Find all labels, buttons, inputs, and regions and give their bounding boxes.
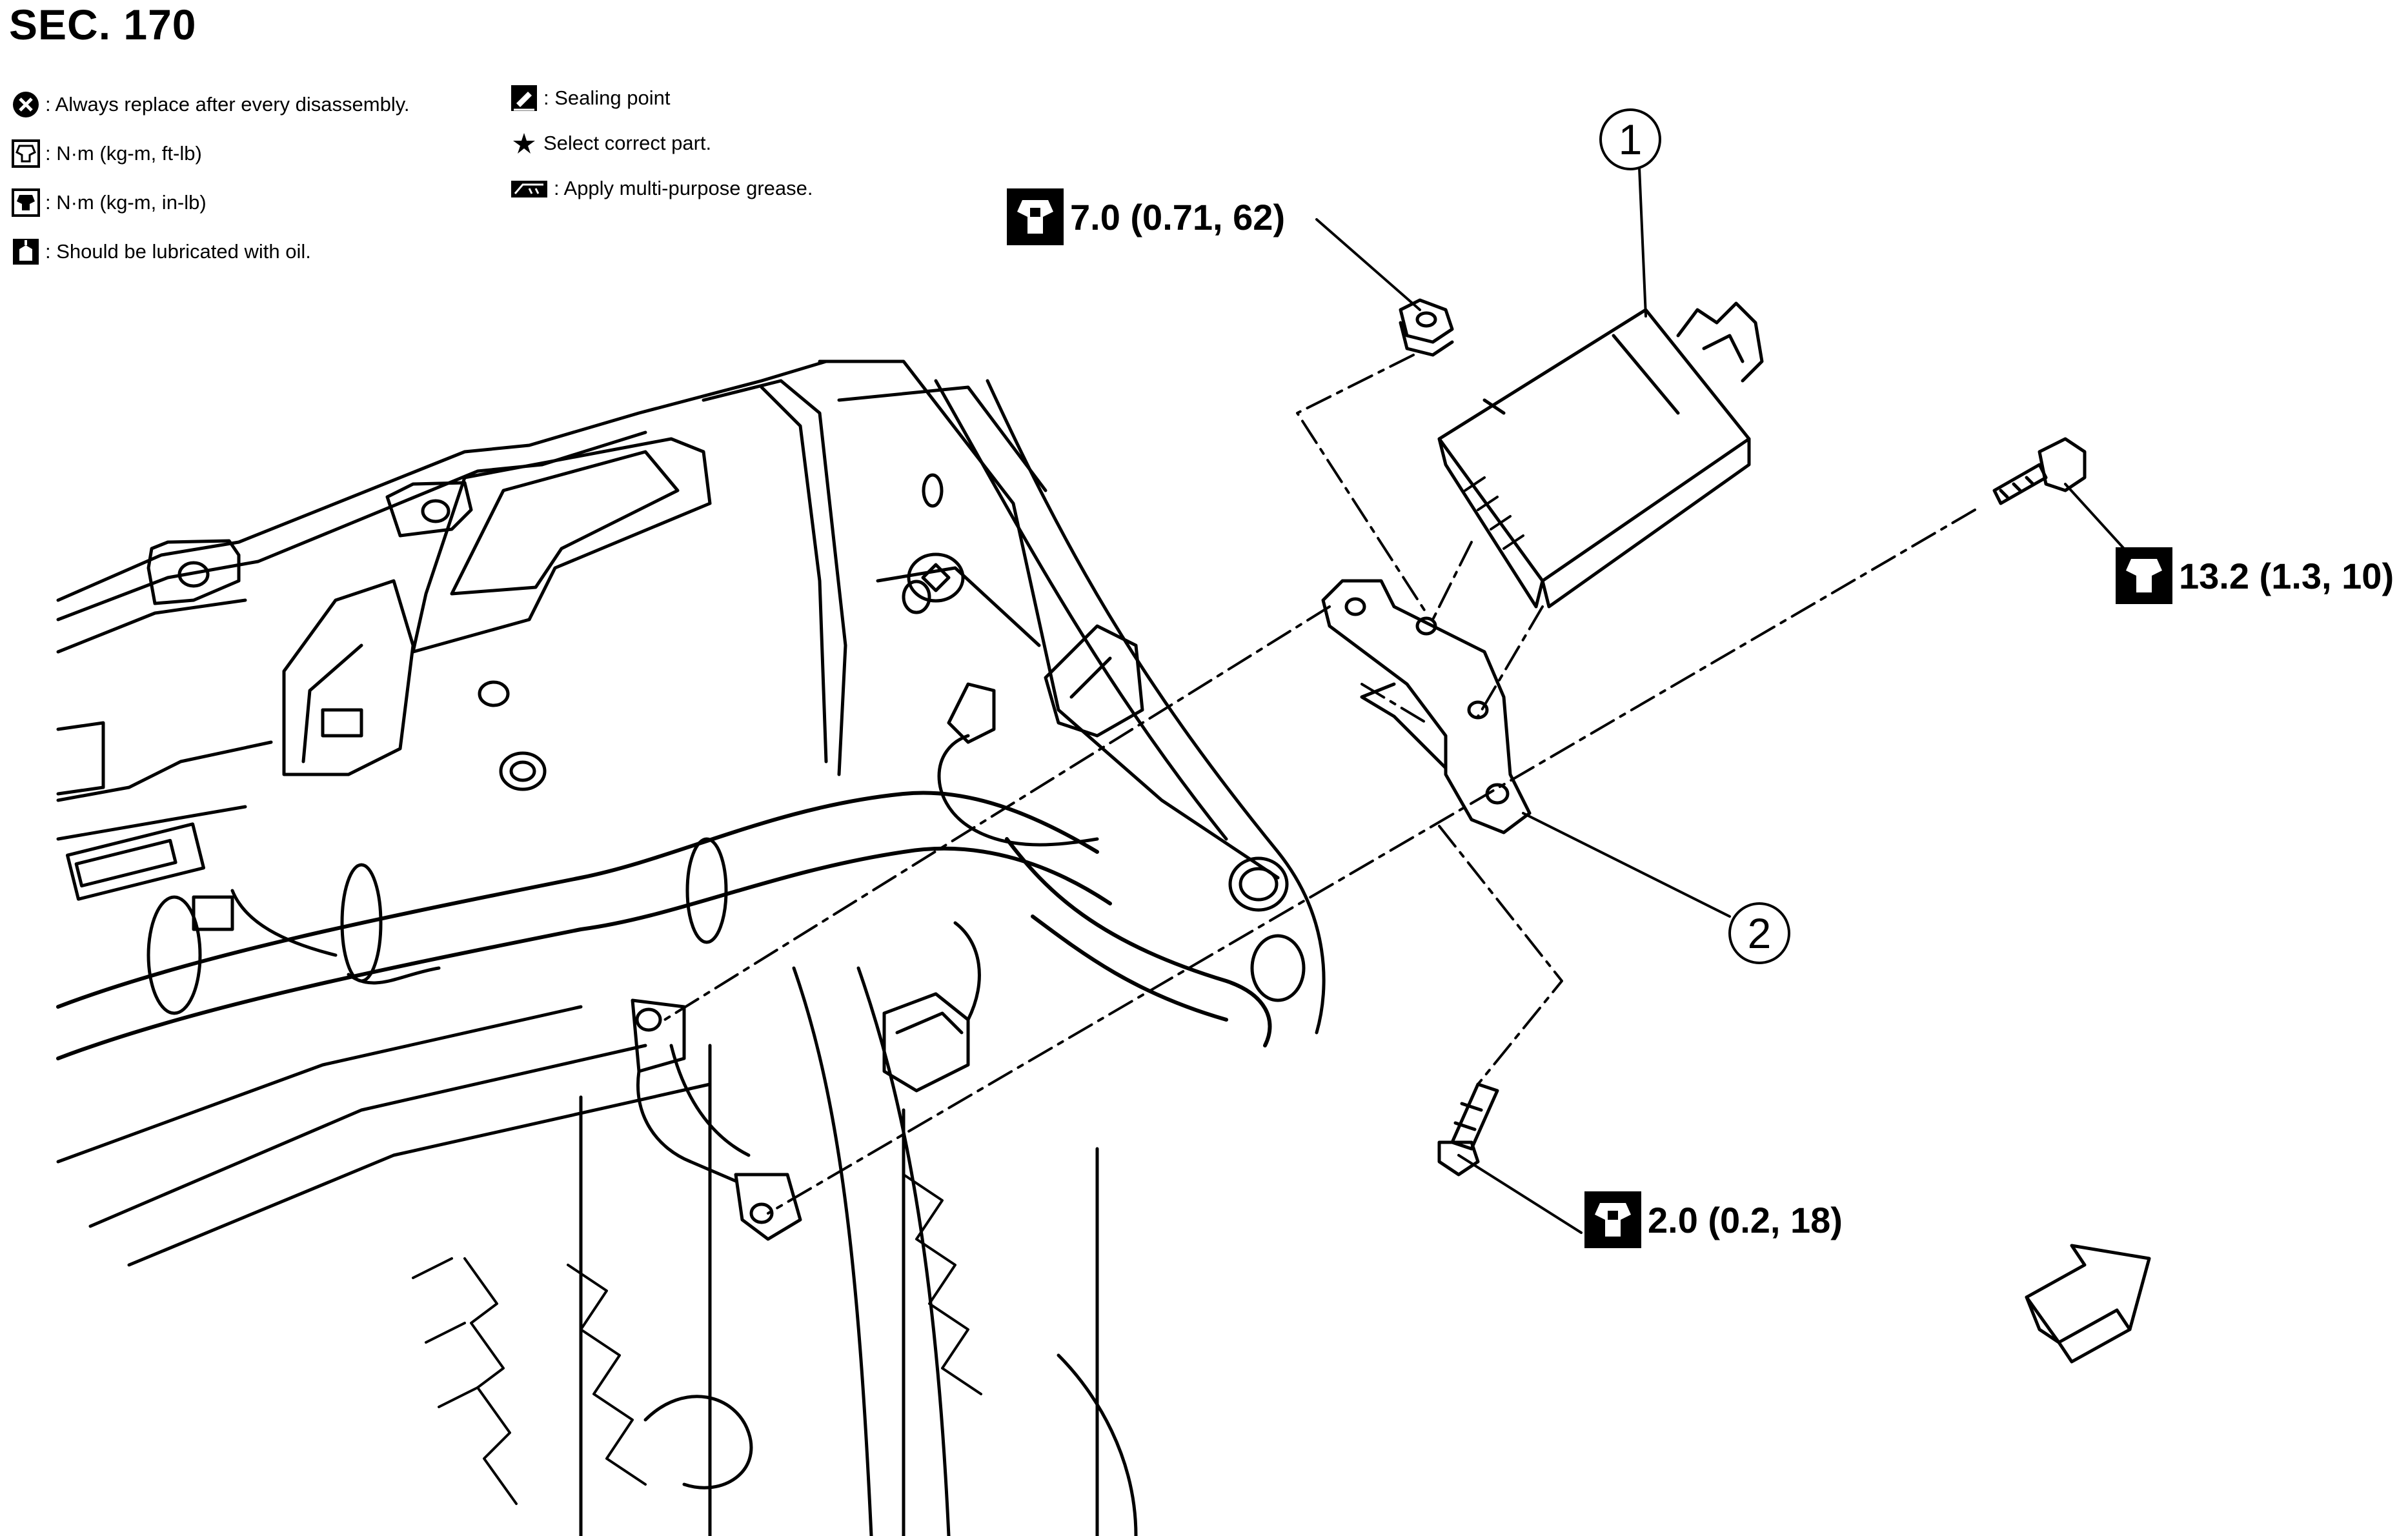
legend-text: : Sealing point: [543, 86, 671, 109]
legend-text: : N·m (kg-m, in-lb): [45, 191, 207, 214]
callout-part-1: 1: [1599, 108, 1661, 170]
torque-wrench-solid-icon: [1584, 1191, 1641, 1248]
vehicle-body-structure: [56, 359, 1326, 1035]
assembly-lines: [663, 354, 1976, 1215]
nut-fastener: [1399, 298, 1454, 357]
sealant-icon: [511, 85, 537, 111]
torque-wrench-icon: [2116, 547, 2172, 604]
circle-x-icon: [13, 92, 39, 117]
legend-item-select-part: Select correct part.: [510, 129, 711, 157]
lower-body-structure: [56, 966, 1138, 1536]
leader-lines: [1315, 167, 2131, 1234]
ground-cable: [631, 998, 802, 1241]
lower-bolt-fastener: [1437, 1082, 1499, 1177]
legend-item-replace: : Always replace after every disassembly…: [12, 90, 410, 119]
torque-label-lower-bolt: 2.0 (0.2, 18): [1584, 1191, 1843, 1248]
legend-item-oil: : Should be lubricated with oil.: [12, 237, 311, 266]
legend-text: Select correct part.: [543, 132, 712, 154]
front-arrow-icon: [2025, 1244, 2151, 1364]
legend-item-sealing: : Sealing point: [510, 84, 670, 112]
part-2-bracket: [1321, 579, 1532, 834]
upper-bolt-fastener: [1992, 437, 2087, 505]
oil-can-icon: [13, 239, 39, 265]
legend-text: : Should be lubricated with oil.: [45, 240, 311, 263]
torque-value-lower-bolt: 2.0 (0.2, 18): [1648, 1199, 1843, 1240]
star-icon: [513, 133, 535, 154]
legend-text: : Always replace after every disassembly…: [45, 93, 410, 116]
legend-item-torque-ftlb: : N·m (kg-m, ft-lb): [12, 139, 202, 168]
torque-value-nut: 7.0 (0.71, 62): [1070, 196, 1286, 237]
torque-wrench-solid-icon: [1007, 188, 1064, 245]
legend-text: : N·m (kg-m, ft-lb): [45, 142, 202, 165]
torque-value-upper-bolt: 13.2 (1.3, 10): [2179, 555, 2394, 596]
legend-item-grease: : Apply multi-purpose grease.: [510, 174, 813, 203]
torque-wrench-icon: [12, 139, 40, 168]
torque-label-upper-bolt: 13.2 (1.3, 10): [2116, 547, 2394, 604]
legend-text: : Apply multi-purpose grease.: [554, 177, 813, 199]
grease-icon: [511, 181, 547, 197]
torque-wrench-solid-icon: [12, 188, 40, 217]
wiring-harness: [56, 624, 1306, 1093]
callout-part-2: 2: [1728, 902, 1790, 964]
section-title: SEC. 170: [9, 1, 197, 48]
torque-label-nut: 7.0 (0.71, 62): [1007, 188, 1285, 245]
legend-item-torque-inlb: : N·m (kg-m, in-lb): [12, 188, 207, 217]
part-1-control-unit: [1437, 301, 1764, 609]
